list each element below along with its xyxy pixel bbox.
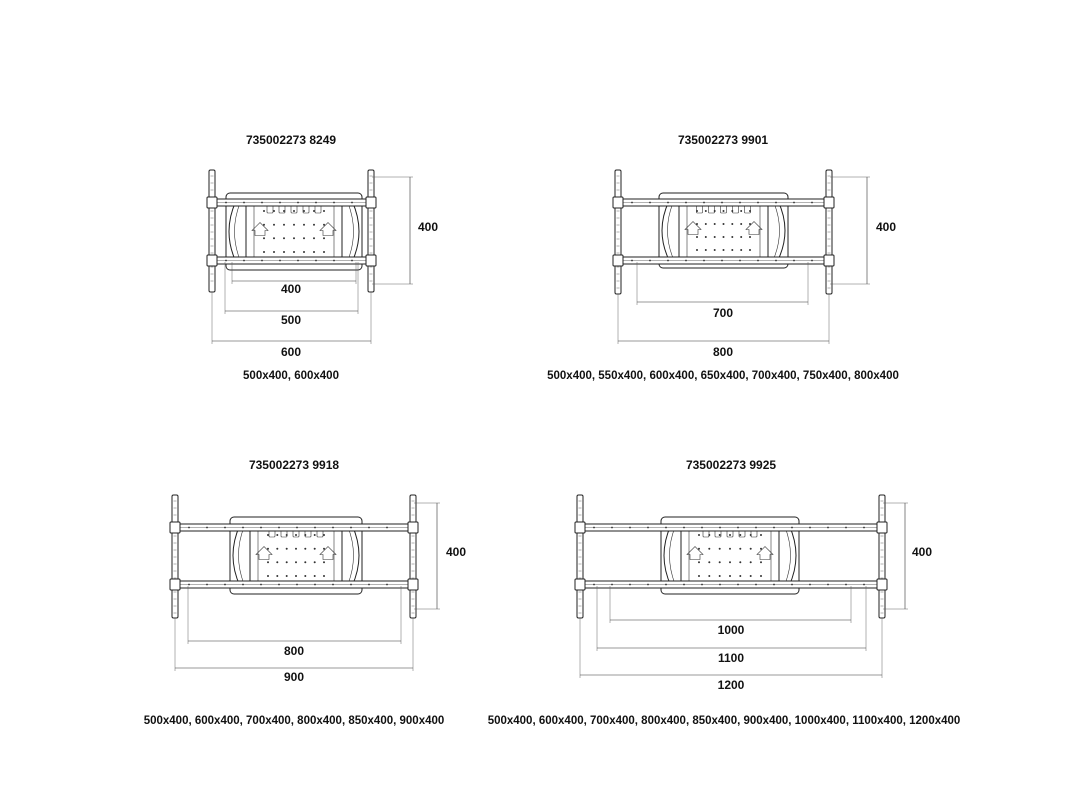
mount-center-plate: [680, 526, 780, 585]
up-arrow-icon: [745, 221, 763, 235]
panel-1-height-dim: 400: [418, 220, 438, 234]
panel-1-width-dim-500: 500: [281, 313, 301, 327]
up-arrow-icon: [251, 222, 269, 236]
panel-3-drawing: [169, 494, 419, 619]
panel-4-width-dim-1000: 1000: [718, 623, 745, 637]
left-upright: [576, 494, 584, 619]
panel-4-sizes: 500x400, 600x400, 700x400, 800x400, 850x…: [488, 715, 961, 727]
panel-3-width-dim-800: 800: [284, 644, 304, 658]
left-upright: [208, 169, 216, 293]
panel-4-width-dim-1100: 1100: [718, 651, 744, 665]
up-arrow-icon: [686, 546, 704, 560]
up-arrow-icon: [756, 546, 774, 560]
panel-2-width-dim-800: 800: [713, 345, 733, 359]
mount-center-plate: [678, 202, 769, 259]
right-upright: [878, 494, 886, 619]
panel-1-drawing: [206, 169, 377, 293]
panel-1-sizes: 500x400, 600x400: [243, 370, 339, 382]
right-upright: [409, 494, 417, 619]
mount-center-plate: [245, 202, 343, 261]
dimension-lines: [174, 176, 908, 678]
panel-4-code: 735002273 9925: [686, 458, 776, 472]
mount-center-plate: [249, 526, 343, 585]
mount-arm-right: [351, 200, 360, 263]
panel-3-height-dim: 400: [446, 545, 466, 559]
up-arrow-icon: [255, 546, 273, 560]
panel-4-drawing: [574, 494, 888, 619]
panel-3-width-dim-900: 900: [284, 670, 304, 684]
panel-1-width-dim-600: 600: [281, 345, 301, 359]
panel-2-code: 735002273 9901: [678, 133, 768, 147]
panel-4-height-dim: 400: [912, 545, 932, 559]
panel-2-drawing: [612, 169, 835, 295]
panel-1-width-dim-400: 400: [281, 282, 301, 296]
up-arrow-icon: [319, 546, 337, 560]
right-upright: [367, 169, 375, 293]
mount-arm-left: [228, 200, 237, 263]
left-upright: [171, 494, 179, 619]
up-arrow-icon: [684, 221, 702, 235]
up-arrow-icon: [319, 222, 337, 236]
panel-2-sizes: 500x400, 550x400, 600x400, 650x400, 700x…: [547, 370, 899, 382]
panel-3-code: 735002273 9918: [249, 458, 339, 472]
panel-2-width-dim-700: 700: [713, 306, 733, 320]
panel-3-sizes: 500x400, 600x400, 700x400, 800x400, 850x…: [144, 715, 445, 727]
panel-2-height-dim: 400: [876, 220, 896, 234]
panel-1-code: 735002273 8249: [246, 133, 336, 147]
panel-4-width-dim-1200: 1200: [718, 678, 745, 692]
